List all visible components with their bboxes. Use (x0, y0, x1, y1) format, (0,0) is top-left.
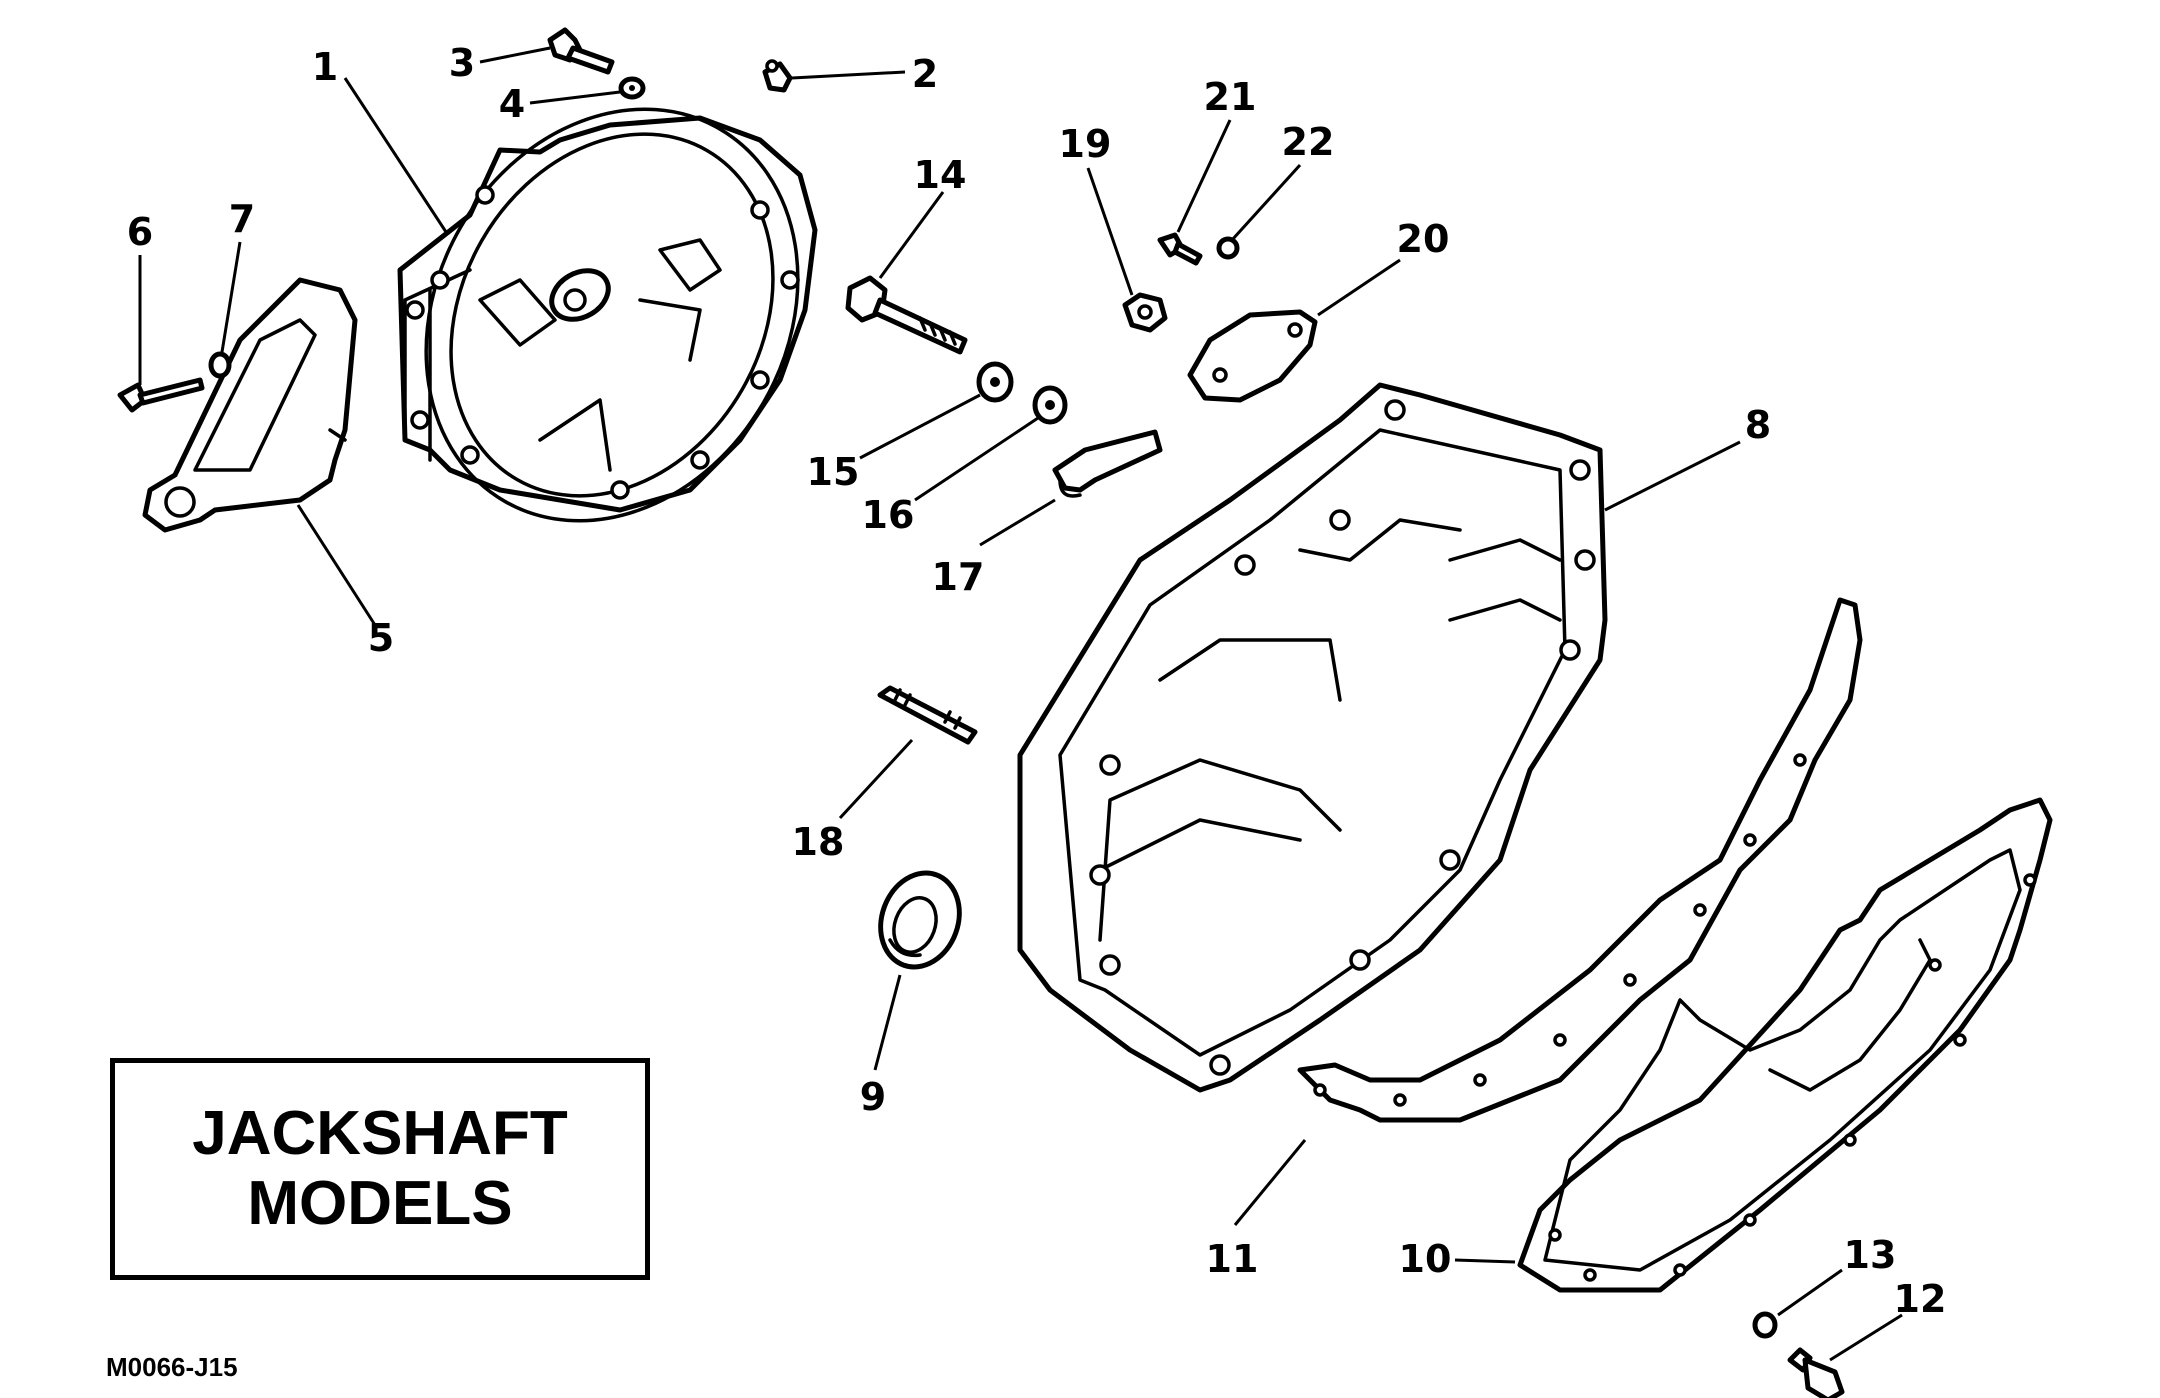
part-10-cover-plate (1517, 797, 2053, 1293)
part-16-washer (1032, 385, 1068, 425)
callout-6: 6 (127, 210, 153, 254)
callout-21: 21 (1204, 75, 1257, 119)
callout-7: 7 (229, 197, 255, 241)
callout-11: 11 (1206, 1237, 1259, 1281)
title-line-2: MODELS (247, 1169, 513, 1238)
part-3-bolt (547, 27, 615, 75)
part-20-cover (1187, 309, 1318, 403)
callout-numbers: 1 2 3 4 5 6 7 8 9 10 11 12 13 14 15 16 1… (127, 41, 1947, 1321)
callout-20: 20 (1397, 217, 1450, 261)
callout-2: 2 (912, 52, 938, 96)
part-7-washer (208, 351, 232, 379)
callout-17: 17 (932, 555, 985, 599)
callout-16: 16 (862, 493, 915, 537)
part-18-stud (877, 685, 978, 745)
callout-19: 19 (1059, 122, 1112, 166)
part-8-flywheel-housing (1017, 382, 1608, 1093)
part-15-washer (976, 361, 1014, 403)
callout-10: 10 (1399, 1237, 1452, 1281)
part-6-bolt (117, 377, 205, 413)
part-11-gasket (1297, 597, 1863, 1123)
part-17-clip (1052, 429, 1163, 498)
part-4-washer (618, 76, 646, 100)
callout-22: 22 (1282, 120, 1335, 164)
part-14-bolt (845, 275, 968, 355)
part-13-washer (1752, 1311, 1778, 1339)
part-12-bolt (1787, 1347, 1845, 1398)
callout-1: 1 (312, 45, 338, 89)
figure-code: M0066-J15 (106, 1352, 238, 1382)
part-22-washer (1216, 236, 1240, 260)
leader-lines (138, 46, 1903, 1362)
part-5-bracket (142, 277, 358, 533)
callout-3: 3 (449, 41, 475, 85)
callout-15: 15 (807, 450, 860, 494)
callout-9: 9 (860, 1075, 886, 1119)
part-2-fitting (762, 59, 793, 93)
part-9-seal (878, 870, 962, 970)
callout-4: 4 (499, 82, 525, 126)
callout-12: 12 (1894, 1277, 1947, 1321)
callout-13: 13 (1844, 1233, 1897, 1277)
part-19-nut (1122, 292, 1168, 333)
callout-8: 8 (1745, 403, 1771, 447)
callout-5: 5 (368, 616, 394, 660)
title-line-1: JACKSHAFT (192, 1099, 568, 1168)
callout-14: 14 (914, 153, 967, 197)
part-21-screw (1157, 232, 1203, 266)
callout-18: 18 (792, 820, 845, 864)
title-box: JACKSHAFT MODELS (110, 1058, 650, 1280)
part-1-housing (397, 107, 818, 523)
